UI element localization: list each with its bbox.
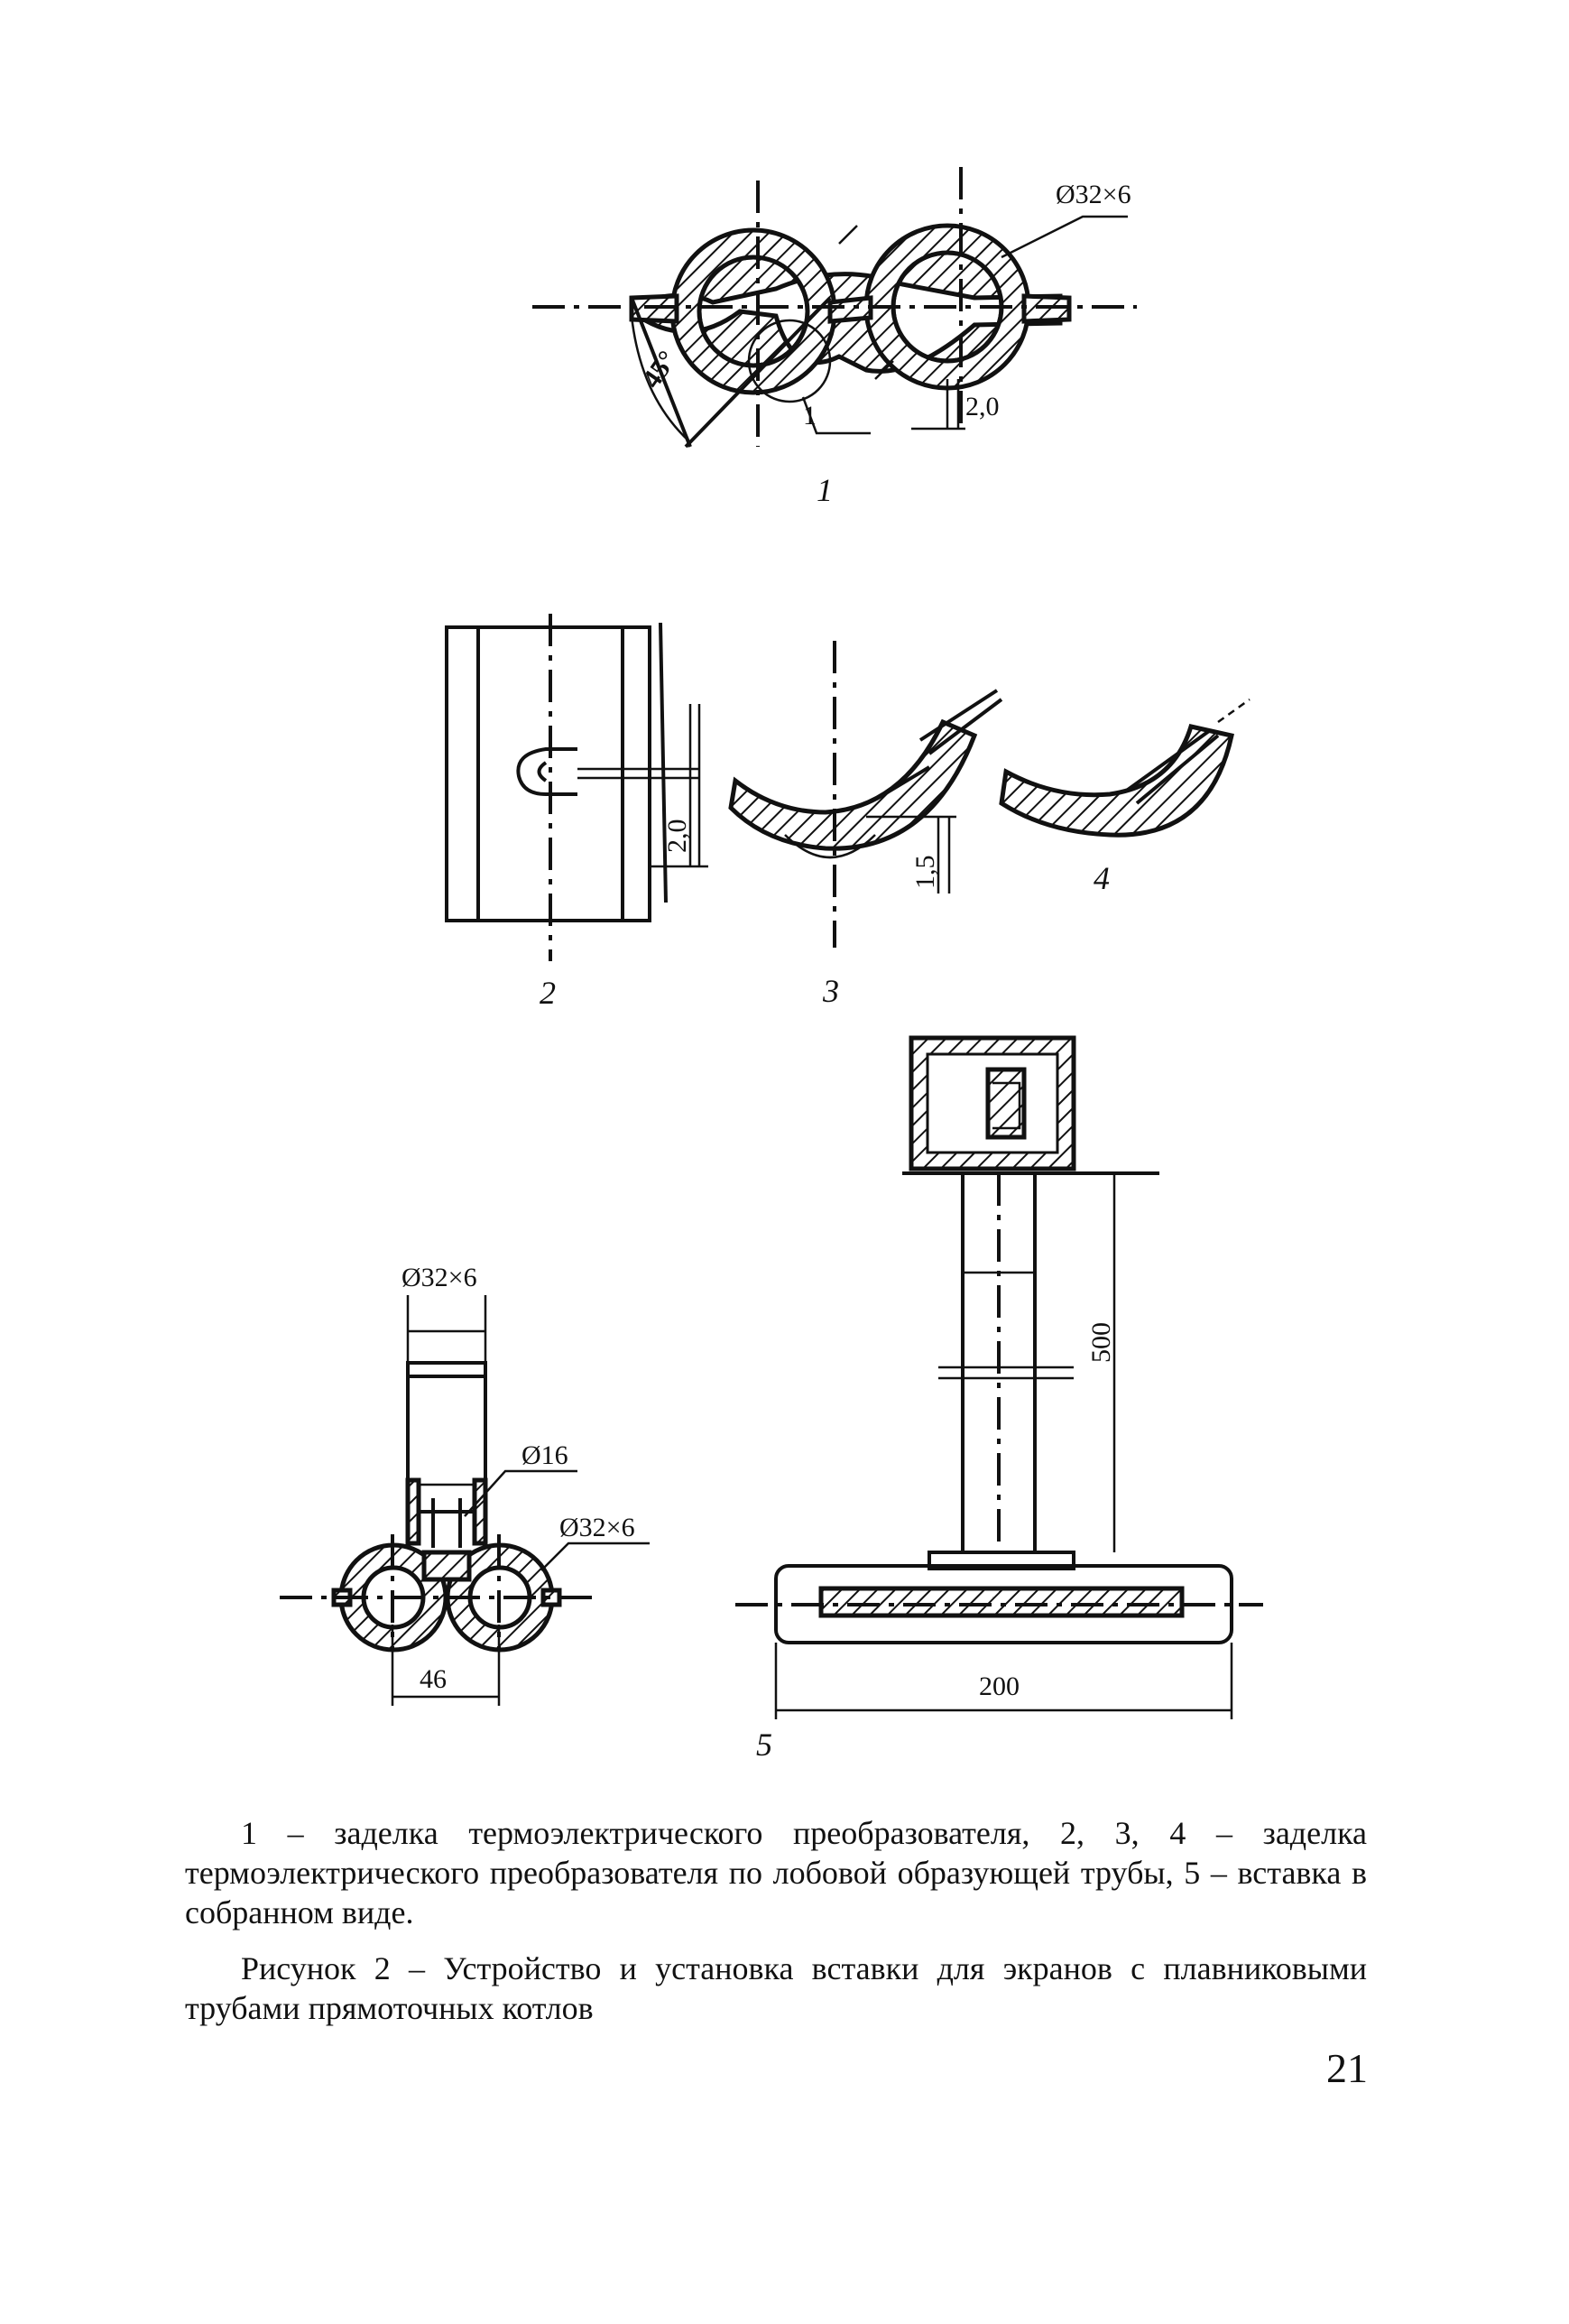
dim-insert-inner: Ø16 (521, 1440, 568, 1470)
label-fig5: 5 (756, 1727, 772, 1763)
caption-figure-title: Рисунок 2 – Устройство и установка встав… (185, 1949, 1367, 2026)
dim-angle: 45° (636, 346, 682, 394)
figure-4-arc-section (999, 698, 1251, 838)
figure-1-fin-tube-section (532, 167, 1137, 449)
caption-legend: 1 – заделка термоэлектрического преобраз… (185, 1815, 1367, 1930)
dim-insert-pipe: Ø32×6 (401, 1263, 477, 1292)
label-fig4: 4 (1094, 860, 1110, 896)
dim-pipe-top: Ø32×6 (1056, 180, 1131, 209)
dim-length: 200 (979, 1671, 1020, 1701)
dim-gap-fig3: 1,5 (910, 856, 940, 890)
callout-1: 1 (803, 401, 817, 431)
figure-5-insert-front (280, 1295, 650, 1706)
page-number: 21 (1326, 2045, 1368, 2091)
figure-2-side-view (445, 614, 708, 961)
label-fig1: 1 (817, 472, 833, 508)
dim-pitch: 46 (420, 1664, 447, 1694)
figure-caption: 1 – заделка термоэлектрического преобраз… (185, 1814, 1367, 2045)
dim-gap-fig2: 2,0 (662, 819, 692, 854)
figure-5-insert-side (735, 1035, 1263, 1719)
dim-height: 500 (1086, 1322, 1116, 1363)
label-fig2: 2 (540, 975, 556, 1011)
dim-insert-pipe-right: Ø32×6 (559, 1513, 635, 1542)
label-fig3: 3 (822, 973, 839, 1009)
dim-gap-top: 2,0 (965, 392, 1000, 421)
figure-3-arc-section (728, 641, 1003, 948)
